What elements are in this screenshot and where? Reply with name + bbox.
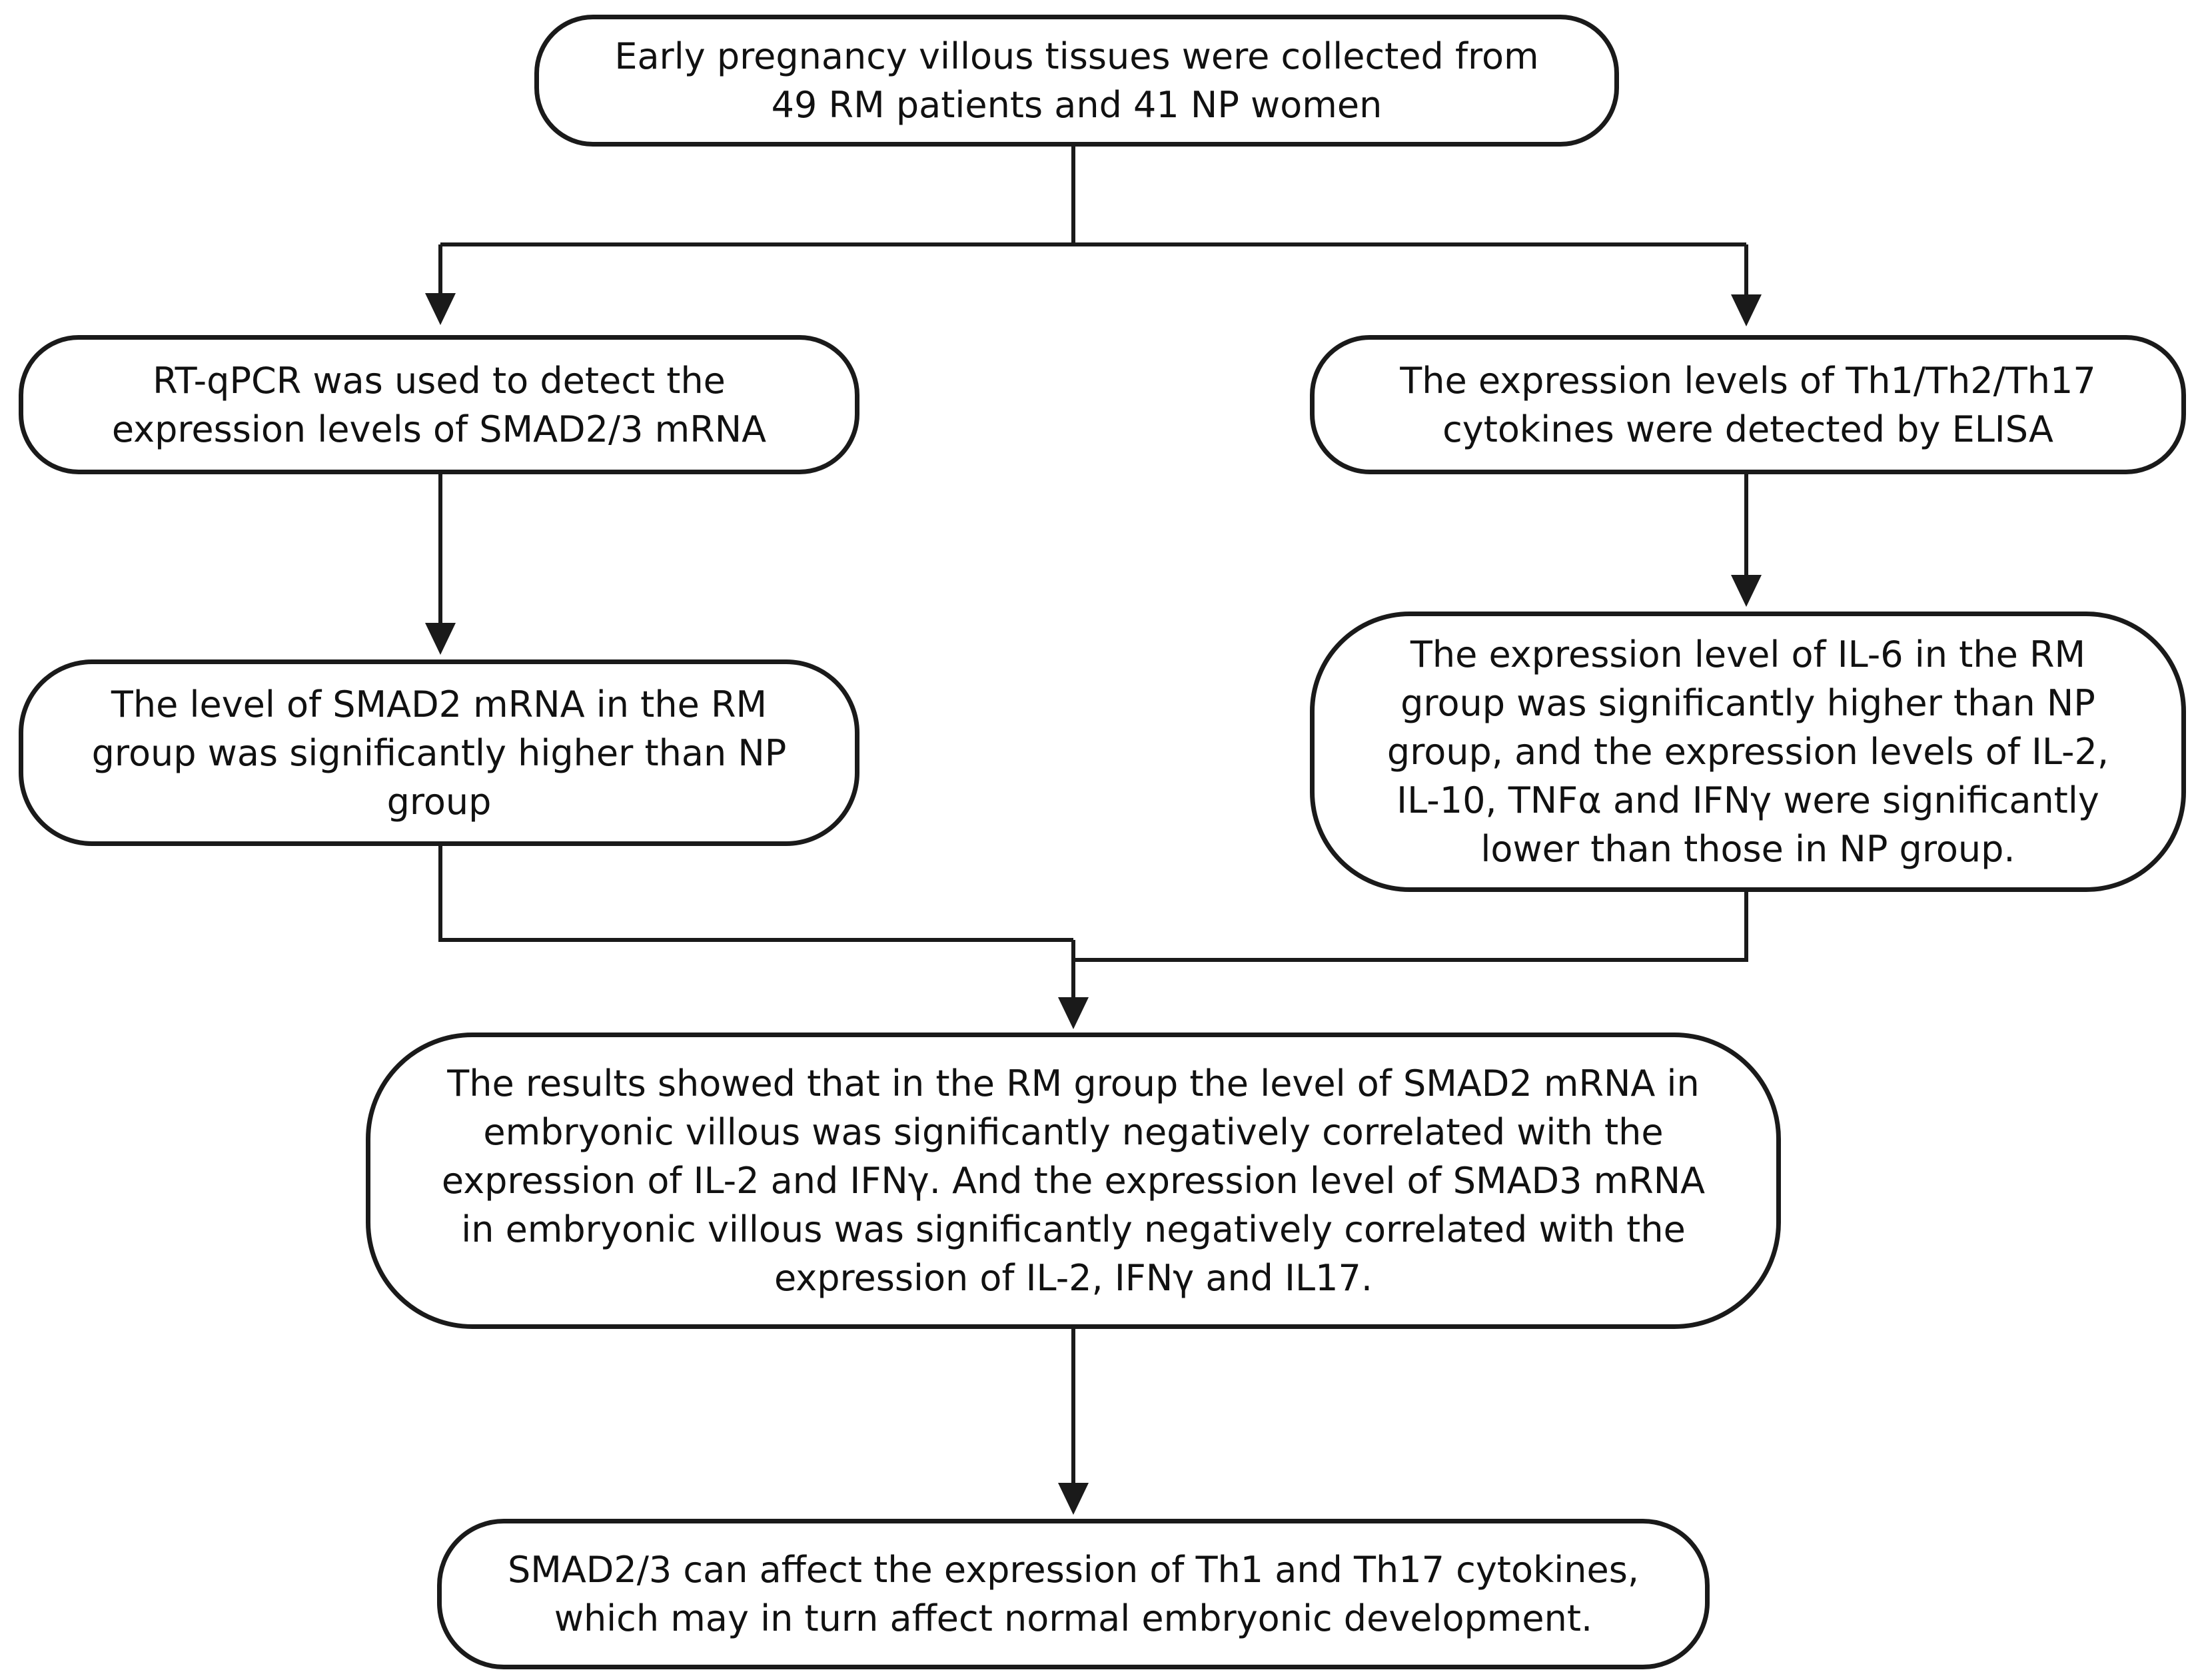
right-method-box: The expression levels of Th1/Th2/Th17 cy… xyxy=(1310,335,2186,474)
left-method-text: RT-qPCR was used to detect the expressio… xyxy=(111,359,767,450)
left-finding-box: The level of SMAD2 mRNA in the RM group … xyxy=(19,659,859,846)
arrowhead-right-finding xyxy=(1731,575,1762,607)
right-finding-text: The expression level of IL-6 in the RM g… xyxy=(1386,633,2109,870)
left-finding-text: The level of SMAD2 mRNA in the RM group … xyxy=(91,683,787,823)
connector-left-merge xyxy=(438,846,1073,942)
conclusion-box: SMAD2/3 can affect the expression of Th1… xyxy=(437,1519,1710,1669)
conclusion-text: SMAD2/3 can affect the expression of Th1… xyxy=(507,1549,1640,1639)
results-text: The results showed that in the RM group … xyxy=(441,1062,1706,1299)
left-method-box: RT-qPCR was used to detect the expressio… xyxy=(19,335,859,474)
start-box: Early pregnancy villous tissues were col… xyxy=(534,15,1619,147)
arrowhead-left-method xyxy=(425,293,456,325)
start-text: Early pregnancy villous tissues were col… xyxy=(614,35,1539,126)
arrowhead-conclusion xyxy=(1058,1483,1089,1515)
arrowhead-left-finding xyxy=(425,623,456,655)
results-box: The results showed that in the RM group … xyxy=(366,1033,1781,1329)
arrowhead-right-method xyxy=(1731,294,1762,326)
arrowhead-results xyxy=(1058,997,1089,1029)
right-method-text: The expression levels of Th1/Th2/Th17 cy… xyxy=(1400,359,2096,450)
right-finding-box: The expression level of IL-6 in the RM g… xyxy=(1310,612,2186,892)
connector-right-merge xyxy=(1073,892,1748,962)
